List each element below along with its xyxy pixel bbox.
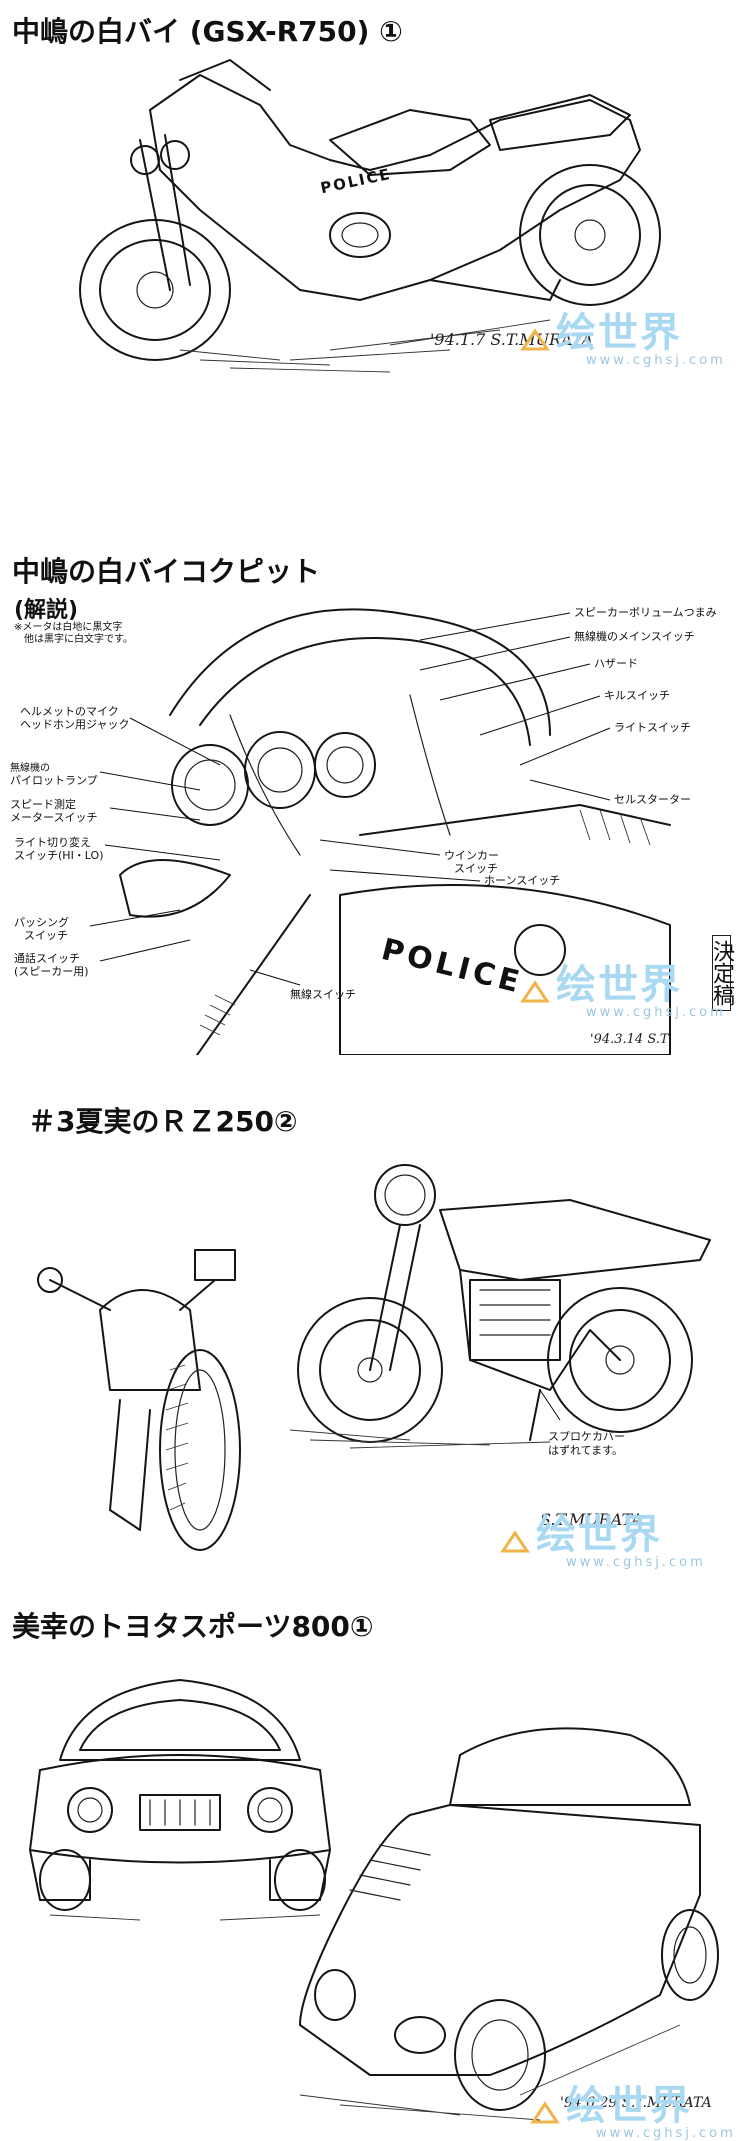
label-kill-switch: キルスイッチ [604, 689, 670, 702]
label-pilot-lamp: パイロットランプ [10, 774, 98, 787]
label-light-changer: ライト切り変え [14, 836, 91, 849]
section-title: 中嶋の白バイ (GSX-R750) ① [12, 15, 403, 48]
label-radio-switch: 無線スイッチ [290, 988, 356, 1001]
callout-lines [539, 1389, 561, 1421]
note-line1: ※メータは白地に黒文字 [14, 622, 123, 633]
motorcycle-rz250-side-view [290, 1164, 711, 1449]
label-speed-meter: スピード測定 [10, 798, 76, 811]
cockpit-drawing [119, 608, 671, 1055]
watermark: 绘世界 www.cghsj.com [520, 952, 726, 1020]
signature: S.T.MURATA [540, 1510, 643, 1529]
label-radio-pilot: 無線機の [10, 763, 50, 774]
label-radio-main-switch: 無線機のメインスイッチ [574, 630, 695, 643]
label-winker-switch: スイッチ [454, 862, 498, 875]
callout-lines [89, 612, 611, 986]
label-light-switch: ライトスイッチ [614, 721, 691, 734]
watermark-text: 绘世界 [536, 1512, 662, 1558]
watermark-url: www.cghsj.com [566, 1554, 706, 1570]
label-passing: パッシング [14, 916, 69, 929]
label-hazard: ハザード [594, 657, 638, 670]
signature: '94.3.14 S.T [590, 1032, 669, 1047]
note-line2: 他は黒字に白文字です。 [24, 634, 133, 645]
watermark-text: 绘世界 [556, 310, 682, 356]
car-perspective-view [299, 1727, 719, 2121]
label-winker: ウインカー [444, 849, 499, 862]
label-sprocket-cover: スプロケカバー [548, 1430, 625, 1443]
car-front-view [29, 1679, 331, 1921]
watermark-logo-icon [530, 2098, 560, 2132]
section-title: ＃3夏実のＲＺ250② [28, 1105, 298, 1138]
label-starter: セルスターター [614, 793, 691, 806]
label-horn-switch: ホーンスイッチ [484, 874, 561, 887]
watermark-text: 绘世界 [556, 962, 682, 1008]
label-speaker-volume: スピーカーボリュームつまみ [574, 606, 717, 619]
watermark-url: www.cghsj.com [596, 2125, 736, 2141]
section-title: 中嶋の白バイコクピット [12, 555, 321, 588]
motorcycle-gsx-drawing [79, 59, 661, 373]
section-toyota-sports-800: 美幸のトヨタスポーツ800① '94.6.29 S.T.MURATA 绘世界 w… [0, 1595, 750, 2141]
signature: '94.1.7 S.T.MURATA [430, 330, 594, 349]
section-rz250: ＃3夏実のＲＺ250② スプロケカバー はずれてます。 S.T.MURATA [0, 1090, 750, 1590]
watermark-logo-icon [520, 977, 550, 1011]
label-talk-speaker: (スピーカー用) [14, 965, 89, 978]
watermark-url: www.cghsj.com [586, 1004, 726, 1020]
section-title: 美幸のトヨタスポーツ800① [12, 1610, 374, 1643]
watermark: 绘世界 www.cghsj.com [500, 1502, 706, 1570]
label-sprocket-removed: はずれてます。 [548, 1444, 624, 1457]
label-helmet-mic: ヘルメットのマイク [20, 705, 119, 718]
signature: '94.6.29 S.T.MURATA [560, 2095, 712, 2111]
section-gsx-r750: 中嶋の白バイ (GSX-R750) ① POLICE '94.1.7 S.T.M… [0, 0, 750, 380]
label-speed-meter-switch: メータースイッチ [10, 811, 98, 824]
watermark-url: www.cghsj.com [586, 352, 726, 368]
motorcycle-rz250-rear-view [37, 1249, 241, 1551]
watermark-logo-icon [500, 1527, 530, 1561]
watermark-text: 绘世界 [566, 2083, 692, 2129]
section-subtitle: (解説) [14, 598, 79, 623]
section-cockpit: 中嶋の白バイコクピット (解説) ※メータは白地に黒文字 他は黒字に白文字です。 [0, 540, 750, 1060]
label-passing-switch: スイッチ [24, 929, 68, 942]
label-light-changer-hilo: スイッチ(HI・LO) [14, 849, 104, 862]
watermark-logo-icon [520, 325, 550, 359]
label-headphone-jack: ヘッドホン用ジャック [20, 718, 130, 731]
watermark: 绘世界 www.cghsj.com [530, 2073, 736, 2141]
label-talk-switch: 通話スイッチ [14, 952, 80, 965]
watermark: 绘世界 www.cghsj.com [520, 300, 726, 368]
final-draft-stamp: 決定稿 [709, 935, 734, 1011]
